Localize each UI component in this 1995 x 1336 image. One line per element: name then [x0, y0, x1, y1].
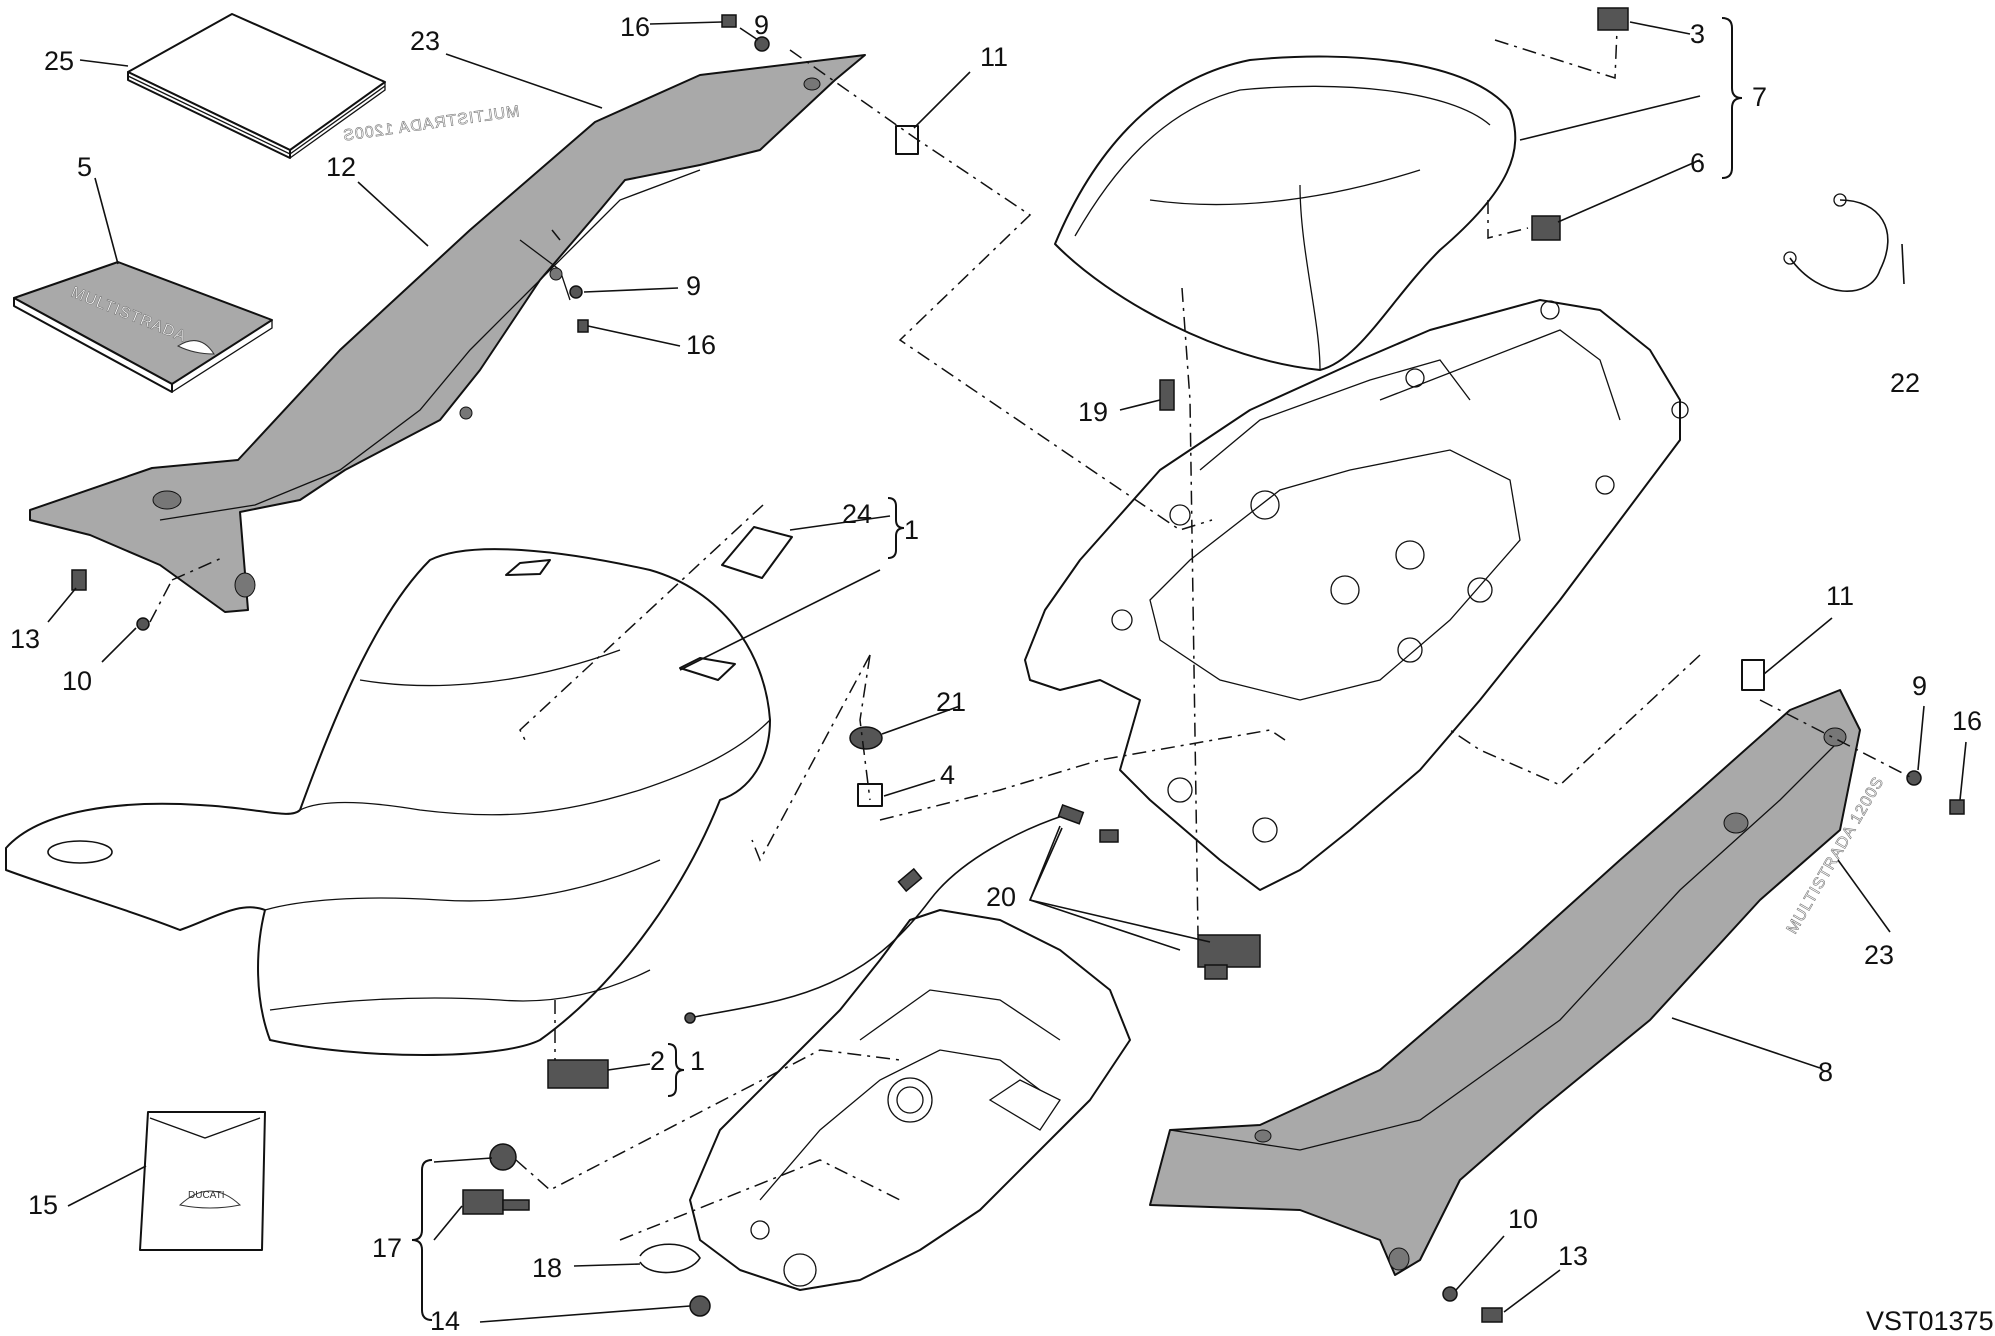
label-16-right: 16: [1952, 706, 1982, 736]
label-9-top: 9: [754, 10, 769, 40]
label-18: 18: [532, 1253, 562, 1283]
label-16-mid: 16: [686, 330, 716, 360]
label-11-top: 11: [980, 42, 1008, 72]
label-23-top: 23: [410, 26, 440, 56]
bag-part-15: DUCATI: [139, 1111, 266, 1251]
label-1-bottom: 1: [690, 1046, 705, 1076]
diagram-code: VST01375: [1866, 1306, 1994, 1336]
lower-tray: [689, 909, 1131, 1291]
leader-lines: [47, 21, 1967, 1323]
booklet-part-25: [127, 13, 386, 159]
assembly-lines: [149, 29, 1913, 1241]
label-1-top: 1: [904, 515, 919, 545]
label-10-left: 10: [62, 666, 92, 696]
label-9-right: 9: [1912, 671, 1927, 701]
label-23-right: 23: [1864, 940, 1894, 970]
label-13-left: 13: [10, 624, 40, 654]
left-panel-decal-text: MULTISTRADA 1200S: [341, 103, 520, 145]
label-15: 15: [28, 1190, 58, 1220]
label-14: 14: [430, 1306, 460, 1336]
rear-subframe: [1024, 299, 1689, 891]
label-20: 20: [986, 882, 1016, 912]
label-22: 22: [1890, 368, 1920, 398]
hardware: [71, 7, 1965, 1323]
label-10-bottom: 10: [1508, 1204, 1538, 1234]
cable-part-20: [684, 803, 1119, 1024]
label-12: 12: [326, 152, 356, 182]
label-2: 2: [650, 1046, 665, 1076]
part-labels: 25 5 12 23 16 9 11 9 16 3 7 6 22 19 24 1…: [10, 10, 1994, 1336]
label-13-bottom: 13: [1558, 1241, 1588, 1271]
label-3: 3: [1690, 19, 1705, 49]
label-25: 25: [44, 46, 74, 76]
label-8: 8: [1818, 1057, 1833, 1087]
seat-lock: [1197, 934, 1261, 980]
label-4: 4: [940, 760, 955, 790]
bag-decal-text: DUCATI: [188, 1190, 224, 1201]
label-21: 21: [936, 687, 966, 717]
label-9-mid: 9: [686, 271, 701, 301]
manual-part-5: MULTISTRADA: [13, 261, 273, 393]
label-24: 24: [842, 499, 872, 529]
rider-seat-part-1: [5, 548, 771, 1056]
braces: [411, 17, 1743, 1321]
label-19: 19: [1078, 397, 1108, 427]
label-16-top: 16: [620, 12, 650, 42]
label-7: 7: [1752, 82, 1767, 112]
label-11-right: 11: [1826, 581, 1854, 611]
passenger-seat-part-7: [1054, 55, 1517, 371]
label-17: 17: [372, 1233, 402, 1263]
pad-part-24: [721, 526, 793, 579]
label-5: 5: [77, 152, 92, 182]
label-6: 6: [1690, 148, 1705, 178]
